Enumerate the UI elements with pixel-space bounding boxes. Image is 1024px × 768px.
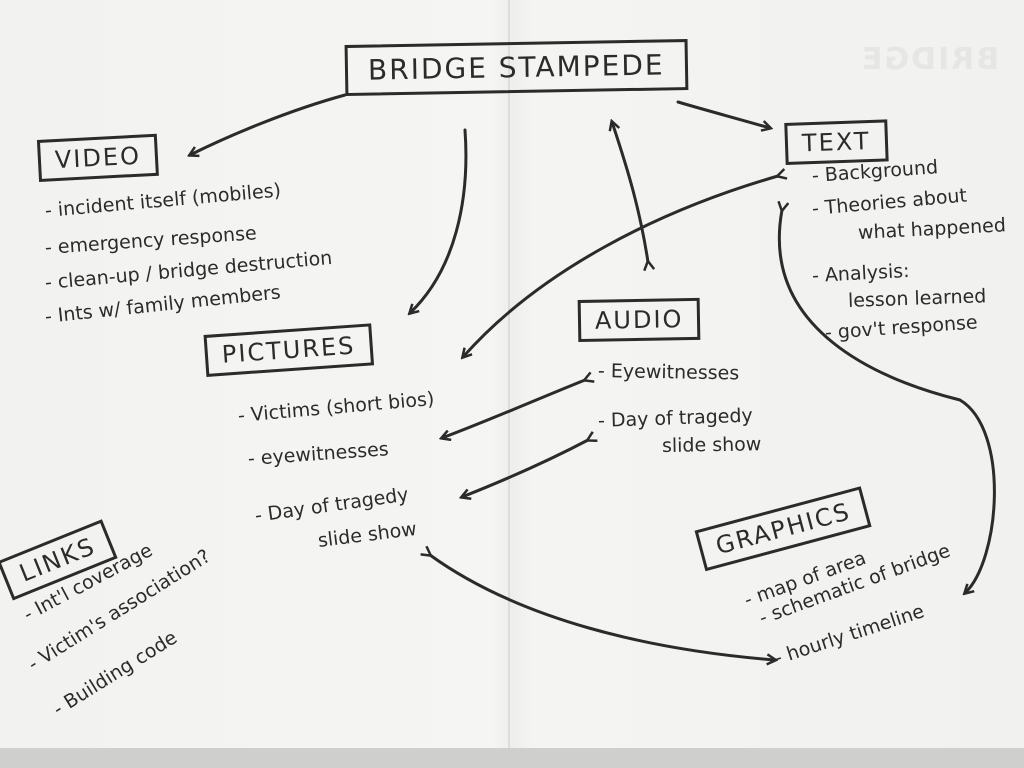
text-heading: TEXT bbox=[784, 119, 889, 165]
arrow-slideshow-timeline bbox=[430, 555, 775, 660]
arrow-text-graphics bbox=[779, 210, 996, 593]
arrow-eyewitnesses bbox=[442, 380, 585, 438]
table-edge bbox=[0, 748, 1024, 768]
arrow-slideshow bbox=[462, 440, 588, 497]
audio-heading: AUDIO bbox=[577, 297, 701, 342]
audio-item: - Eyewitnesses bbox=[597, 360, 740, 385]
arrow-text-pictures bbox=[463, 176, 778, 357]
arrow-title-to-video bbox=[190, 93, 347, 155]
video-heading: VIDEO bbox=[36, 133, 159, 182]
audio-item: slide show bbox=[661, 433, 762, 457]
arrow-title-to-text bbox=[676, 100, 770, 128]
arrow-title-to-pictures bbox=[410, 128, 468, 313]
title-box: BRIDGE STAMPEDE bbox=[344, 39, 689, 96]
